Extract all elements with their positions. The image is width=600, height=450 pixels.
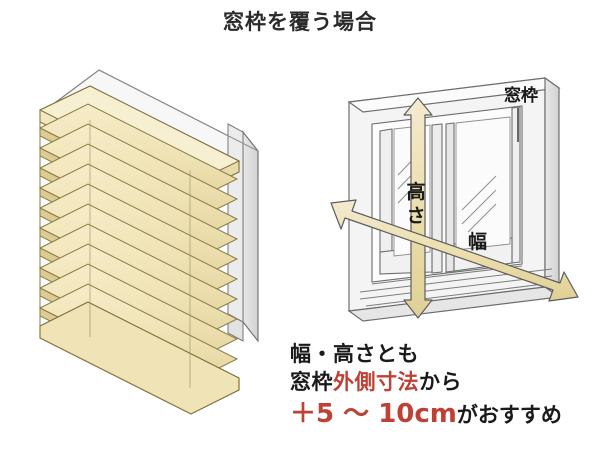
label-height-char1: 高 [406,180,425,203]
note-line-2-prefix: 窓枠 [290,370,333,395]
label-window-frame: 窓枠 [504,85,538,106]
recommendation-note: 幅・高さとも 窓枠外側寸法から ＋5 〜 10cmがおすすめ [290,340,600,432]
width-dimension-arrow [330,199,579,302]
height-dimension-arrow [403,97,433,319]
note-line-2: 窓枠外側寸法から [290,368,600,396]
note-line-2-suffix: から [419,370,462,395]
label-height-vertical: 高 さ [406,180,425,227]
right-figure-window-frame: 窓枠 高 さ 幅 [330,76,579,322]
blind-ladder-tapes [89,120,191,388]
note-line-3-accent: ＋5 〜 10cm [290,398,457,429]
label-height-char2: さ [406,205,425,227]
left-figure-blind [38,69,259,415]
note-line-3-suffix: がおすすめ [456,402,562,427]
note-line-2-accent: 外側寸法 [333,370,419,395]
glass-shine-right [461,175,497,233]
note-line-1: 幅・高さとも [290,342,419,366]
label-width: 幅 [468,230,487,253]
note-line-3: ＋5 〜 10cmがおすすめ [290,397,600,432]
page-title: 窓枠を覆う場合 [223,10,377,34]
